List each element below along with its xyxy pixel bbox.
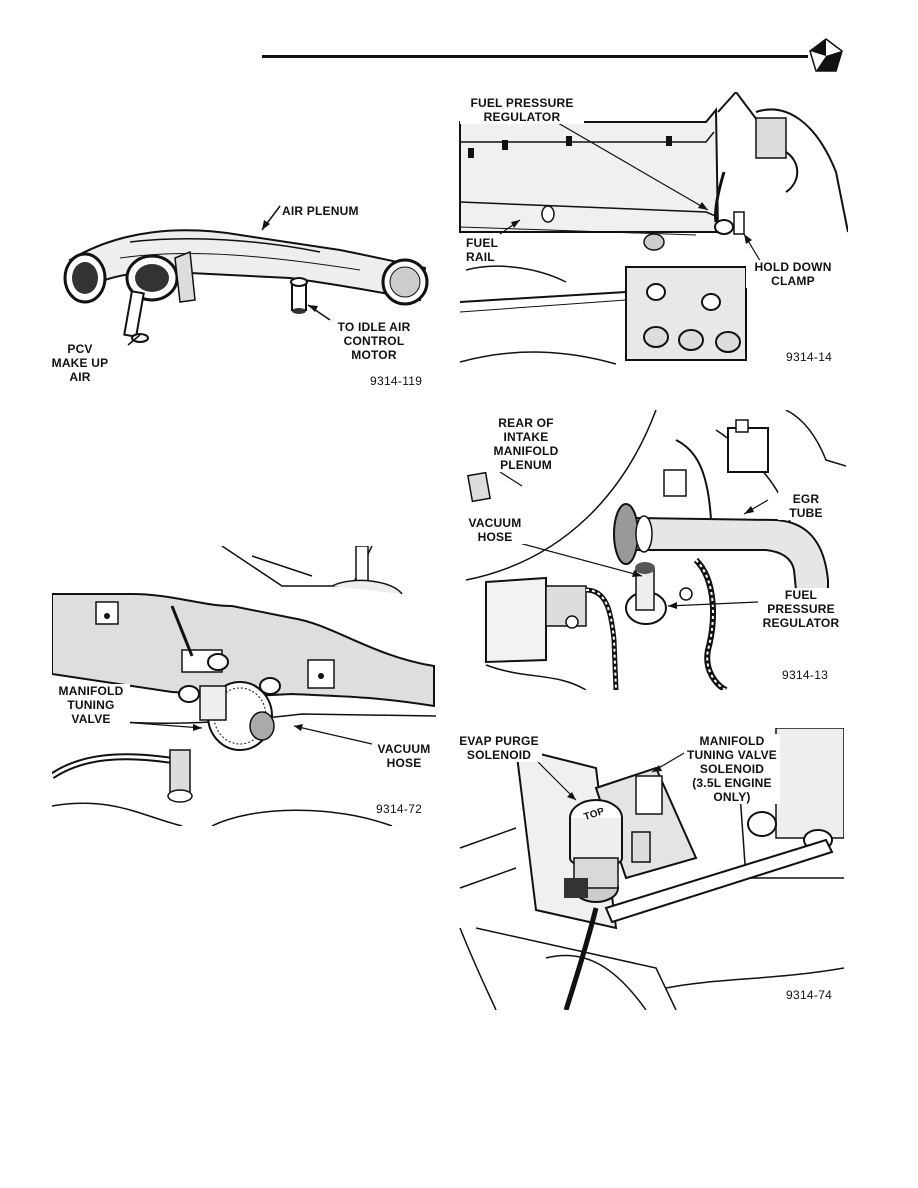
pentastar-logo-icon [809, 38, 843, 72]
figure-fuel-rail: FUEL PRESSURE REGULATOR FUEL RAIL HOLD D… [456, 92, 848, 370]
figure-egr-regulator: REAR OF INTAKE MANIFOLD PLENUM VACUUM HO… [446, 410, 846, 690]
label-air-plenum: AIR PLENUM [282, 204, 359, 218]
figure-number: 9314-74 [786, 988, 833, 1002]
label-vacuum-hose: VACUUM HOSE [462, 516, 528, 544]
egr-regulator-drawing [465, 410, 846, 690]
figure-number: 9314-13 [782, 668, 829, 682]
label-fuel-pressure-regulator: FUEL PRESSURE REGULATOR [758, 588, 844, 630]
figure-number: 9314-72 [376, 802, 423, 816]
label-manifold-tuning-valve-solenoid: MANIFOLD TUNING VALVE SOLENOID (3.5L ENG… [684, 734, 780, 804]
label-evap-purge-solenoid: EVAP PURGE SOLENOID [456, 734, 542, 762]
figure-evap-purge: EVAP PURGE SOLENOID MANIFOLD TUNING VALV… [456, 728, 844, 1010]
label-to-idle-air-control-motor: TO IDLE AIR CONTROL MOTOR [337, 320, 411, 362]
air-plenum-drawing [63, 205, 429, 346]
label-fuel-pressure-regulator: FUEL PRESSURE REGULATOR [460, 96, 584, 124]
label-vacuum-hose: VACUUM HOSE [372, 742, 436, 770]
evap-purge-drawing [459, 728, 844, 1010]
label-manifold-tuning-valve: MANIFOLD TUNING VALVE [52, 684, 130, 726]
label-hold-down-clamp: HOLD DOWN CLAMP [746, 260, 840, 288]
figure-manifold-tuning-valve: MANIFOLD TUNING VALVE VACUUM HOSE 9314-7… [52, 546, 438, 826]
label-rear-of-intake-manifold-plenum: REAR OF INTAKE MANIFOLD PLENUM [472, 416, 580, 472]
fuel-rail-drawing [459, 92, 848, 365]
label-egr-tube: EGR TUBE [778, 492, 834, 520]
figure-number: 9314-14 [786, 350, 833, 364]
label-fuel-rail: FUEL RAIL [466, 236, 499, 264]
manifold-tuning-valve-drawing [52, 546, 437, 826]
label-pcv-make-up-air: PCV MAKE UP AIR [51, 342, 109, 384]
header-rule [262, 55, 808, 58]
figure-number: 9314-119 [370, 374, 423, 388]
figure-air-plenum: AIR PLENUM PCV MAKE UP AIR TO IDLE AIR C… [40, 190, 460, 400]
